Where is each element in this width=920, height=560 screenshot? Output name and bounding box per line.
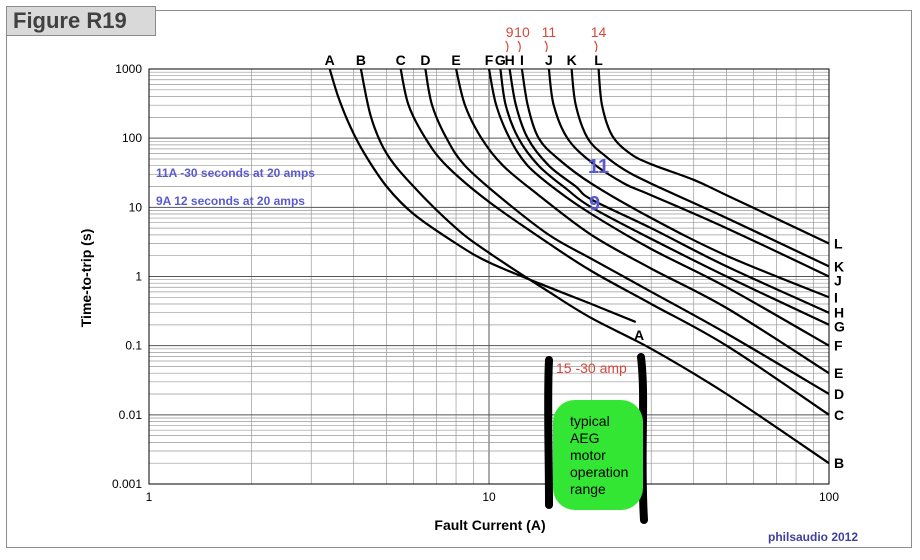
note-9a: 9A 12 seconds at 20 amps (156, 194, 305, 208)
curve-top-label-j: J (545, 52, 553, 68)
top-number-bracket (594, 40, 598, 53)
top-number-11: 11 (542, 24, 557, 40)
trip-curve-l (597, 68, 830, 245)
curve-right-label-j: J (834, 272, 842, 288)
curve-top-label-c: C (396, 52, 406, 68)
curve-right-label-c: C (834, 407, 844, 423)
curve-top-label-a: A (325, 52, 335, 68)
top-number-bracket (505, 40, 509, 53)
curve-top-label-l: L (594, 52, 603, 68)
credit-text: philsaudio 2012 (768, 530, 858, 544)
curve-right-label-i: I (834, 289, 838, 305)
y-tick-label: 0.1 (125, 339, 142, 353)
curve-mark-11: 11 (588, 156, 609, 178)
figure-label: Figure R19 (6, 6, 156, 36)
note-11a: 11A -30 seconds at 20 amps (156, 166, 315, 180)
top-number-bracket (544, 40, 548, 53)
y-tick-label: 0.01 (119, 408, 143, 422)
trip-curve-d (424, 68, 830, 395)
curve-right-label-l: L (834, 235, 843, 251)
curve-top-label-f: F (485, 52, 494, 68)
curve-top-label-i: I (520, 52, 524, 68)
operating-range-line: motor (570, 447, 606, 463)
curve-right-label-g: G (834, 319, 845, 335)
curve-top-label-d: D (420, 52, 430, 68)
y-tick-label: 1000 (115, 62, 142, 76)
trip-curve-c (399, 68, 830, 416)
curve-right-label-e: E (834, 365, 843, 381)
y-axis-title: Time-to-trip (s) (78, 229, 94, 328)
y-tick-label: 1 (135, 270, 142, 284)
y-tick-label: 0.001 (112, 477, 142, 491)
operating-range-line: operation (570, 464, 628, 480)
curve-mark-9: 9 (589, 193, 600, 215)
curve-right-label-k: K (834, 258, 844, 274)
x-tick-label: 1 (146, 490, 153, 504)
curve-right-label-h: H (834, 305, 844, 321)
trip-curve-b (359, 68, 830, 465)
curve-top-label-e: E (451, 52, 460, 68)
trip-curve-g (499, 68, 830, 326)
range-left-bracket (544, 356, 553, 509)
x-tick-label: 10 (482, 490, 496, 504)
range-label: 15 -30 amp (556, 360, 627, 376)
top-number-14: 14 (591, 24, 607, 40)
top-number-brackets (505, 40, 598, 53)
x-axis-title: Fault Current (A) (434, 517, 545, 533)
operating-range-line: AEG (570, 430, 600, 446)
curve-right-label-b: B (834, 455, 844, 471)
trip-curve-h (508, 68, 830, 314)
figure-frame (6, 10, 912, 548)
curve-top-label-h: H (505, 52, 515, 68)
curve-top-label-k: K (567, 52, 577, 68)
operating-range-line: typical (570, 413, 610, 429)
axis-ticks: 1 10 100 0.001 0.01 0.1 1 10 100 1000 (112, 62, 839, 504)
trip-curves (328, 68, 830, 465)
top-number-9: 9 (506, 24, 514, 40)
top-number-bracket (517, 40, 521, 53)
operating-range-region (553, 400, 643, 510)
trip-curve-a (328, 68, 637, 324)
y-tick-label: 10 (129, 200, 143, 214)
operating-range-line: range (570, 481, 606, 497)
trip-curve-e (455, 68, 830, 375)
curve-a-callout: A (634, 327, 644, 343)
trip-curve-f (487, 68, 830, 347)
x-tick-label: 100 (819, 490, 839, 504)
curve-top-label-b: B (356, 52, 366, 68)
curve-right-label-f: F (834, 338, 843, 354)
chart-grid (149, 69, 829, 484)
trip-curve-k (570, 68, 830, 268)
top-number-10: 10 (514, 24, 530, 40)
curve-right-label-d: D (834, 386, 844, 402)
y-tick-label: 100 (122, 131, 142, 145)
trip-curve-i (520, 68, 830, 299)
curve-top-label-g: G (495, 52, 506, 68)
trip-curve-j (547, 68, 830, 278)
